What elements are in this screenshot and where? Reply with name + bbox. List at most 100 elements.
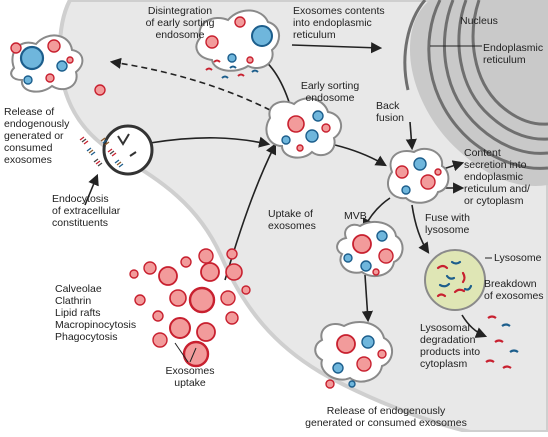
red-exosome (420, 174, 436, 190)
blue-exosome (305, 129, 319, 143)
label-er: Endoplasmic reticulum (483, 42, 544, 66)
arrow-er-contents (291, 42, 383, 54)
label-uptake: Uptake of exosomes (268, 208, 316, 232)
red-exosome (188, 286, 216, 314)
blue-exosome (312, 110, 324, 122)
label-breakdown: Breakdown of exosomes (484, 278, 544, 302)
red-exosome (205, 35, 219, 49)
label-release-bottom: Release of endogenously generated or con… (305, 405, 467, 429)
arrow-uptake (224, 142, 277, 281)
red-exosome (434, 168, 442, 176)
blue-exosome (348, 380, 356, 388)
blue-exosome (360, 260, 372, 272)
red-exosome (336, 334, 356, 354)
red-exosome (287, 115, 305, 133)
lysosome (424, 249, 492, 311)
arrow-sorting-to-mvb (334, 144, 387, 167)
degradation-fragments (485, 315, 519, 369)
endocytosis-vesicle (79, 124, 154, 176)
red-exosome (200, 262, 220, 282)
red-exosome (246, 56, 254, 64)
arrow-back-fusion (405, 121, 417, 151)
label-disintegration: Disintegration of early sorting endosome (145, 5, 215, 41)
blue-exosome (56, 60, 68, 72)
blue-exosome (251, 25, 273, 47)
arrow-to-release-top (109, 57, 271, 111)
label-endocytosis: Endocytosis of extracellular constituent… (52, 193, 121, 229)
release-top-cluster (10, 34, 84, 93)
red-exosome (321, 123, 331, 133)
release-bottom-cluster (314, 321, 393, 388)
red-exosome (180, 256, 192, 268)
blue-exosome (376, 230, 388, 242)
arrow-fuse-lysosome (411, 204, 430, 254)
red-exosome (158, 266, 178, 286)
multivesicular-body (336, 220, 404, 278)
label-degradation: Lysosomal degradation products into cyto… (420, 322, 481, 370)
red-exosome (325, 379, 335, 389)
red-exosome (352, 234, 372, 254)
red-exosome (296, 144, 304, 152)
blue-exosome (227, 53, 237, 63)
red-exosome (134, 294, 146, 306)
uptake-leaders (174, 342, 197, 363)
red-exosome (226, 248, 238, 260)
blue-exosome (361, 335, 375, 349)
red-exosome (152, 310, 164, 322)
label-early-sorting: Early sorting endosome (300, 80, 360, 104)
red-exosome (372, 268, 380, 276)
red-exosome (196, 322, 216, 342)
red-exosome (356, 356, 372, 372)
red-exosome (169, 317, 191, 339)
red-exosome (198, 248, 214, 264)
arrow-endocytosis-in (84, 173, 99, 206)
label-release-top: Release of endogenously generated or con… (4, 106, 70, 166)
release-top-extra (94, 84, 106, 96)
blue-exosome (23, 75, 33, 85)
blue-exosome (281, 135, 291, 145)
arrow-endocytosis (149, 136, 271, 148)
red-exosome (129, 269, 139, 279)
red-exosome (45, 73, 55, 83)
label-er-contents: Exosomes contents into endoplasmic retic… (293, 5, 385, 41)
blue-exosome (332, 362, 344, 374)
red-exosome (241, 285, 251, 295)
red-exosome (225, 263, 243, 281)
label-pathways: Calveolae Clathrin Lipid rafts Macropino… (55, 283, 137, 343)
red-exosome (220, 290, 236, 306)
arrow-breakdown (461, 314, 488, 338)
label-content-secretion: Content secretion into endoplasmic retic… (464, 147, 530, 207)
blue-exosome (401, 185, 411, 195)
extracellular-exosomes (129, 248, 251, 368)
label-mvb: MVB (344, 210, 367, 222)
red-exosome (47, 39, 61, 53)
early-sorting-endosome (265, 97, 343, 159)
blue-exosome (413, 157, 427, 171)
release-bottom-extra (325, 379, 335, 389)
blue-exosome (19, 45, 45, 71)
label-exosomes-uptake: Exosomes uptake (165, 365, 215, 389)
blue-exosome (343, 253, 353, 263)
red-exosome (225, 311, 239, 325)
red-exosome (395, 165, 409, 179)
red-exosome (66, 56, 74, 64)
red-exosome (378, 248, 394, 264)
red-exosome (169, 289, 187, 307)
label-fuse-lysosome: Fuse with lysosome (425, 212, 470, 236)
red-exosome (94, 84, 106, 96)
endoplasmic-reticulum (427, 0, 548, 170)
red-exosome (182, 340, 210, 368)
red-exosome (234, 16, 246, 28)
arrow-mvb-release (361, 274, 373, 323)
label-back-fusion: Back fusion (376, 100, 405, 124)
label-lysosome: Lysosome (494, 252, 542, 264)
back-fusion-compartment (387, 147, 450, 204)
red-exosome (152, 332, 168, 348)
red-exosome (143, 261, 157, 275)
disintegrating-endosome (195, 9, 280, 72)
red-exosome (377, 349, 387, 359)
red-exosome (10, 42, 22, 54)
label-nucleus: Nucleus (460, 15, 498, 27)
